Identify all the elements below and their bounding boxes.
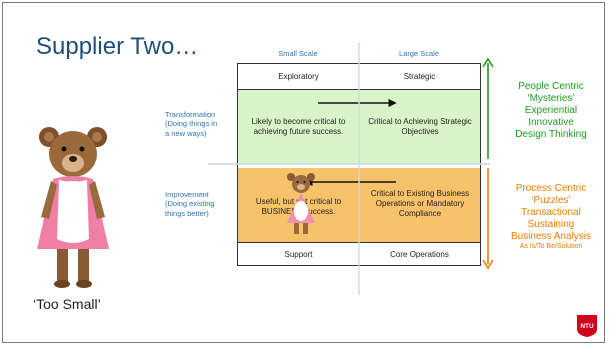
right-text-line: Process Centric — [515, 183, 587, 194]
movement-arrows — [304, 98, 397, 187]
right-text-line: Design Thinking — [515, 129, 587, 140]
right-text-line: People Centric — [518, 81, 584, 92]
row-label-desc-line: things better) — [165, 208, 209, 218]
column-header-large-scale: Large Scale — [398, 49, 440, 58]
cell-text-line: achieving future success. — [253, 127, 344, 136]
row-label-transformation: Transformation (Doing things in a new wa… — [165, 110, 235, 138]
right-text-line: Experiential — [524, 105, 578, 116]
cell-text-line: Likely to become critical to — [251, 117, 346, 126]
people-centric-text: People Centric ‘Mysteries’ Experiential … — [497, 81, 604, 141]
right-text-line: Business Analysis — [510, 231, 592, 242]
row-label-improvement: Improvement (Doing existing things bette… — [165, 190, 235, 218]
cell-text-line: Critical to Achieving Strategic — [368, 117, 472, 126]
right-text-line: ‘Puzzles’ — [531, 195, 571, 206]
cell-support: Support — [284, 250, 313, 259]
cell-text-line: Operations or Mandatory — [375, 199, 465, 208]
bear-icon — [37, 127, 109, 288]
crosshair-vertical — [358, 43, 360, 295]
cell-text-line: Compliance — [398, 209, 442, 218]
logo-text: NTU — [580, 323, 594, 330]
column-header-small-scale: Small Scale — [278, 49, 318, 58]
row-label-desc-line: (Doing things in — [165, 119, 218, 129]
cell-core-operations: Core Operations — [390, 250, 449, 259]
small-bear-icon — [287, 173, 315, 234]
right-text-line: Innovative — [528, 117, 574, 128]
row-label-desc-line: a new ways) — [165, 128, 207, 138]
right-text-small-line: As Is/To Be/Solution — [519, 243, 583, 250]
row-label-title: Improvement — [165, 190, 209, 199]
cell-top-right-text: Critical to Achieving Strategic Objectiv… — [362, 117, 478, 137]
slide: Supplier Two… Small Scale Large Scale Tr… — [2, 2, 605, 343]
crosshair-horizontal — [208, 163, 490, 165]
vertical-arrows — [482, 58, 494, 270]
ntu-logo-icon: NTU — [577, 315, 597, 337]
cell-strategic: Strategic — [403, 72, 436, 81]
cell-bottom-right-text: Critical to Existing Business Operations… — [362, 189, 478, 219]
cell-text-line: Objectives — [401, 127, 439, 136]
row-label-desc-line: (Doing existing — [165, 199, 215, 209]
cell-exploratory: Exploratory — [278, 72, 319, 81]
slide-title: Supplier Two… — [36, 33, 199, 60]
row-label-title: Transformation — [165, 110, 216, 119]
cell-text-line: Critical to Existing Business — [370, 189, 470, 198]
bear-caption: ‘Too Small’ — [33, 296, 101, 312]
right-text-line: ‘Mysteries’ — [527, 93, 575, 104]
right-text-line: Sustaining — [527, 219, 575, 230]
process-centric-text: Process Centric ‘Puzzles’ Transactional … — [497, 183, 604, 251]
right-text-line: Transactional — [521, 207, 581, 218]
cell-top-left-text: Likely to become critical to achieving f… — [242, 117, 355, 137]
